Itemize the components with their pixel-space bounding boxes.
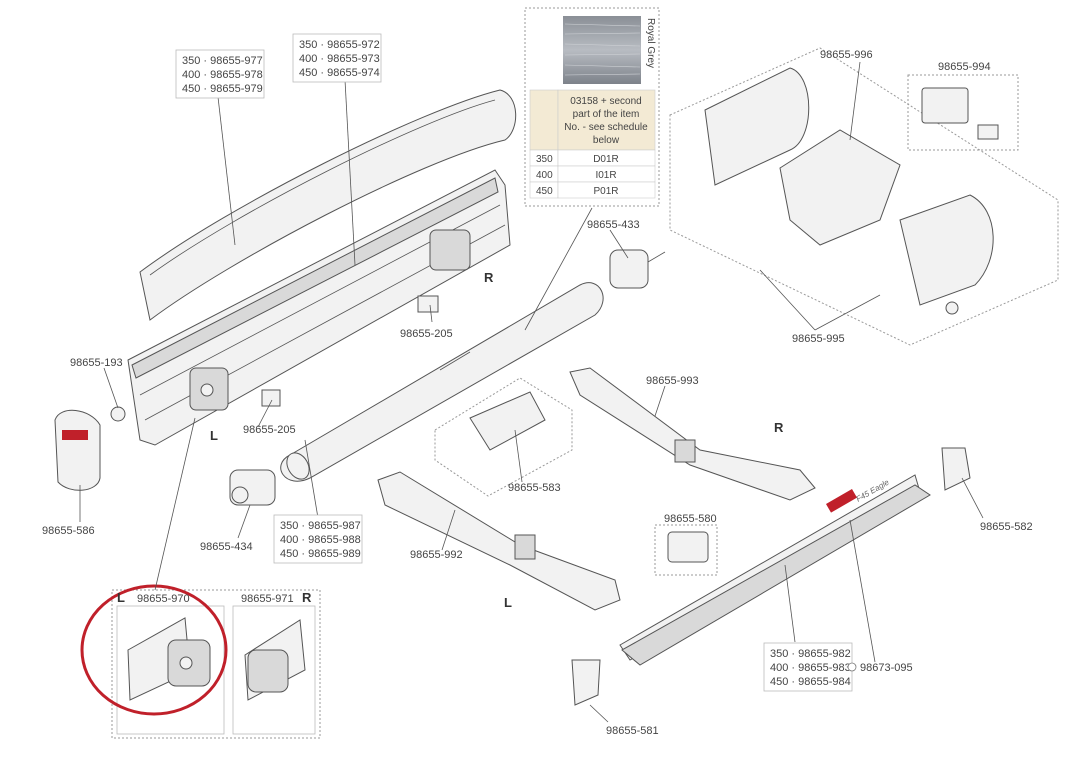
part-label: 98655-992	[410, 549, 463, 561]
part-label: 98655-995	[792, 333, 845, 345]
table-row-size: 450	[536, 186, 553, 197]
part-label: 98655-581	[606, 725, 659, 737]
part-label: 98655-970	[137, 593, 190, 605]
part-label: 98655-205	[400, 328, 453, 340]
part-label: 98655-193	[70, 357, 123, 369]
bracket-left-part	[571, 659, 601, 706]
table-row-code: I01R	[595, 170, 616, 181]
cassette-cover-part	[139, 89, 517, 321]
fabric-table-frame	[524, 7, 660, 207]
side-letter: R	[774, 420, 784, 435]
part-label: 98655-993	[646, 375, 699, 387]
end-cap-left-part	[54, 409, 101, 491]
part-label: 98655-433	[587, 219, 640, 231]
part-label: 98655-996	[820, 49, 873, 61]
part-label: 350 · 98655-987	[280, 520, 361, 532]
end-fixture-boxes	[111, 589, 321, 739]
side-letters: R L R L L R	[117, 270, 784, 610]
part-label: 98655-582	[980, 521, 1033, 533]
part-label: 350 · 98655-977	[182, 55, 263, 67]
bracket-right-part	[941, 447, 971, 491]
fabric-swatch-stripes	[564, 23, 641, 76]
table-corner-cell	[529, 89, 559, 151]
part-label: 98655-205	[243, 424, 296, 436]
table-note-line: No. - see schedule	[564, 122, 648, 133]
part-labels: 350 · 98655-977 400 · 98655-978 450 · 98…	[42, 33, 1033, 737]
end-plug-part	[110, 406, 126, 422]
part-label: 400 · 98655-978	[182, 69, 263, 81]
part-label: 450 · 98655-979	[182, 83, 263, 95]
part-label: 400 · 98655-988	[280, 534, 361, 546]
leader-lines	[79, 61, 984, 723]
table-row-size: 350	[536, 154, 553, 165]
part-label: 98655-586	[42, 525, 95, 537]
side-letter: L	[117, 590, 125, 605]
roller-end-right-part	[609, 249, 666, 289]
plus-icon	[847, 662, 857, 672]
clip-part	[261, 389, 281, 407]
table-note-line: part of the item	[573, 109, 640, 120]
part-label: 98655-994	[938, 61, 991, 73]
part-label: 98673-095	[860, 662, 913, 674]
part-label: 450 · 98655-984	[770, 676, 851, 688]
bag-group	[434, 377, 573, 497]
side-letter: R	[484, 270, 494, 285]
part-label: 98655-583	[508, 482, 561, 494]
table-note-line: 03158 + second	[570, 96, 641, 107]
side-letter: L	[504, 595, 512, 610]
table-row-size: 400	[536, 170, 553, 181]
part-label: 98655-434	[200, 541, 253, 553]
table-note-cell	[557, 89, 656, 151]
motor-group	[669, 47, 1059, 346]
part-label: 450 · 98655-989	[280, 548, 361, 560]
clip-part	[417, 295, 439, 313]
cassette-body-part	[127, 169, 511, 446]
arm-right-part	[569, 367, 816, 501]
table-row-code: D01R	[593, 154, 619, 165]
side-letter: L	[210, 428, 218, 443]
roller-end-left-part	[229, 469, 276, 506]
table-row-code: P01R	[593, 186, 618, 197]
side-letter: R	[302, 590, 312, 605]
part-label: 400 · 98655-973	[299, 53, 380, 65]
part-label: 400 · 98655-983	[770, 662, 851, 674]
fabric-swatch	[563, 16, 641, 84]
fabric-table: Royal Grey 03158 + second part of the it…	[524, 7, 660, 207]
fabric-swatch-label: Royal Grey	[645, 18, 656, 68]
part-label: 98655-971	[241, 593, 294, 605]
part-label: 350 · 98655-972	[299, 39, 380, 51]
remote-group	[907, 74, 1019, 151]
arm-left-part	[377, 471, 621, 611]
arm-support-part	[667, 531, 709, 563]
part-label: 350 · 98655-982	[770, 648, 851, 660]
part-label: 450 · 98655-974	[299, 67, 380, 79]
front-profile-part: F45 Eagle	[619, 474, 931, 666]
table-note-line: below	[593, 135, 620, 146]
roller-tube-part	[280, 282, 604, 482]
highlight-circle	[80, 584, 228, 716]
part-label: 98655-580	[664, 513, 717, 525]
